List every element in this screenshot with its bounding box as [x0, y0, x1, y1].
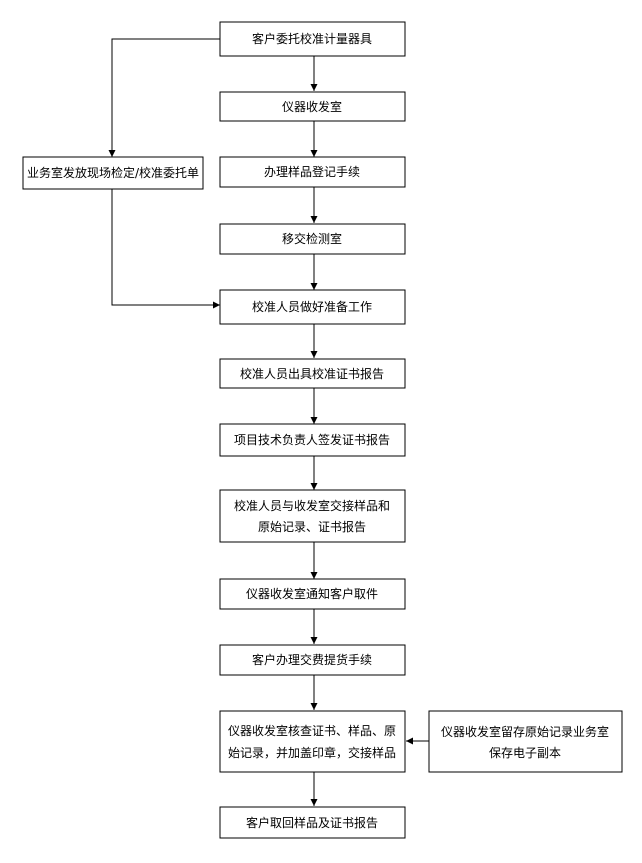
node-6-box — [219, 358, 406, 389]
labels: 客户委托校准计量器具 仪器收发室 办理样品登记手续 移交检测室 校准人员做好准备… — [27, 31, 609, 830]
side-right-label-line2: 保存电子副本 — [489, 746, 561, 760]
node-1-label: 客户委托校准计量器具 — [252, 31, 372, 46]
node-2-label: 仪器收发室 — [282, 99, 342, 114]
node-3-label: 办理样品登记手续 — [264, 164, 360, 179]
node-8-box — [219, 489, 406, 543]
node-9-label: 仪器收发室通知客户取件 — [246, 586, 378, 601]
connectors — [108, 38, 429, 806]
node-12-label: 客户取回样品及证书报告 — [246, 815, 378, 830]
side-left-label: 业务室发放现场检定/校准委托单 — [27, 165, 199, 180]
node-9-box — [219, 578, 406, 610]
node-8-label-line2: 原始记录、证书报告 — [258, 519, 366, 534]
node-7-label: 项目技术负责人签发证书报告 — [234, 432, 390, 447]
node-11-label-line2: 始记录，并加盖印章，交接样品 — [228, 745, 396, 760]
node-5-box — [219, 289, 406, 325]
side-right-box — [428, 710, 623, 773]
arrow-1-sideleft — [108, 38, 220, 157]
node-7-box — [219, 423, 406, 457]
boxes — [22, 21, 623, 839]
node-1-box — [219, 21, 406, 57]
node-4-label: 移交检测室 — [282, 231, 342, 246]
node-2-box — [219, 91, 406, 122]
side-right-label-line1: 仪器收发室留存原始记录业务室 — [441, 724, 609, 739]
node-4-box — [219, 223, 406, 255]
node-12-box — [219, 806, 406, 839]
node-3-box — [219, 156, 406, 188]
node-11-box — [219, 710, 406, 773]
node-10-box — [219, 644, 406, 676]
node-5-label: 校准人员做好准备工作 — [252, 299, 372, 314]
node-10-label: 客户办理交费提货手续 — [252, 652, 372, 667]
node-11-label-line1: 仪器收发室核查证书、样品、原 — [228, 723, 396, 738]
side-left-box — [22, 156, 204, 190]
node-6-label: 校准人员出具校准证书报告 — [240, 366, 384, 381]
arrow-sideleft-5 — [111, 189, 220, 309]
node-8-label-line1: 校准人员与收发室交接样品和 — [234, 498, 390, 513]
